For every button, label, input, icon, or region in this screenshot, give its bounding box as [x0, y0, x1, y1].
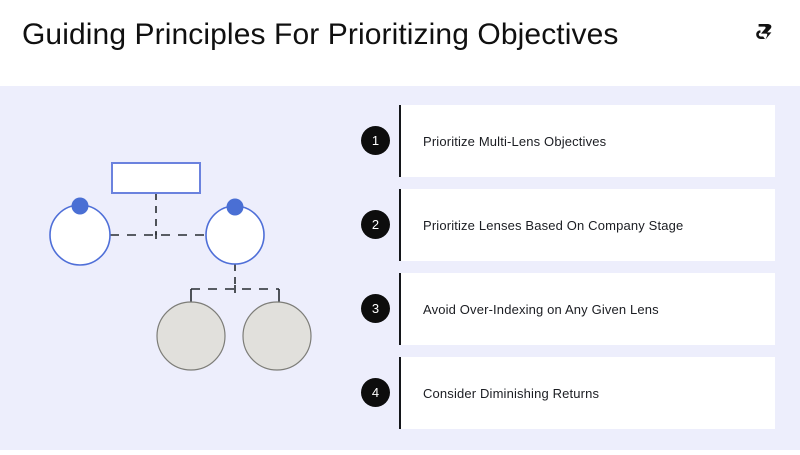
- list-item[interactable]: 3 Avoid Over-Indexing on Any Given Lens: [350, 273, 775, 345]
- principle-label: Avoid Over-Indexing on Any Given Lens: [423, 301, 659, 317]
- content-panel: 1 Prioritize Multi-Lens Objectives 2 Pri…: [0, 86, 800, 450]
- list-item[interactable]: 4 Consider Diminishing Returns: [350, 357, 775, 429]
- principle-card[interactable]: Avoid Over-Indexing on Any Given Lens: [399, 273, 775, 345]
- principle-number-badge: 1: [361, 126, 390, 155]
- principle-number-badge: 4: [361, 378, 390, 407]
- principle-number-badge: 2: [361, 210, 390, 239]
- diagram-node-left-handle: [71, 197, 89, 215]
- list-item[interactable]: 2 Prioritize Lenses Based On Company Sta…: [350, 189, 775, 261]
- node-hierarchy-diagram: [0, 86, 350, 450]
- principle-label: Prioritize Multi-Lens Objectives: [423, 133, 607, 149]
- principle-card[interactable]: Prioritize Lenses Based On Company Stage: [399, 189, 775, 261]
- stylized-r-logo-icon[interactable]: [752, 18, 780, 46]
- principles-list: 1 Prioritize Multi-Lens Objectives 2 Pri…: [350, 86, 800, 450]
- principle-number-badge: 3: [361, 294, 390, 323]
- principle-card[interactable]: Consider Diminishing Returns: [399, 357, 775, 429]
- page-header: Guiding Principles For Prioritizing Obje…: [0, 0, 800, 86]
- diagram-node-child-right: [242, 301, 312, 371]
- diagram-node-root-rect: [111, 162, 201, 194]
- list-item[interactable]: 1 Prioritize Multi-Lens Objectives: [350, 105, 775, 177]
- principle-card[interactable]: Prioritize Multi-Lens Objectives: [399, 105, 775, 177]
- page-title: Guiding Principles For Prioritizing Obje…: [22, 18, 619, 51]
- principle-label: Prioritize Lenses Based On Company Stage: [423, 217, 684, 233]
- principle-label: Consider Diminishing Returns: [423, 385, 600, 401]
- diagram-node-child-left: [156, 301, 226, 371]
- diagram-node-right-handle: [226, 198, 244, 216]
